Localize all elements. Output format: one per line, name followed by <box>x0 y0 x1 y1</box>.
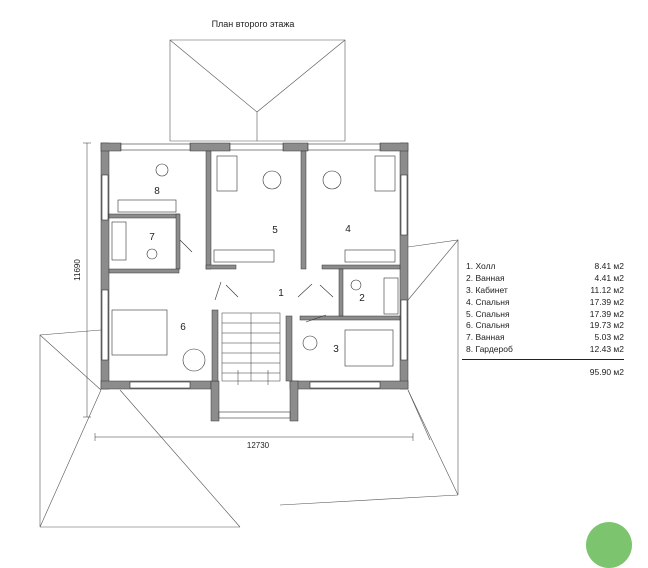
legend-row: 7. Ванная 5.03 м2 <box>462 332 624 344</box>
legend-room: 7. Ванная <box>466 332 505 343</box>
legend-area: 17.39 м2 <box>589 308 624 319</box>
chair-room3 <box>302 335 318 351</box>
door-swings <box>179 239 334 323</box>
toilet-room2 <box>350 279 362 291</box>
legend-area: 5.03 м2 <box>594 332 624 343</box>
legend-room: 6. Спальня <box>466 320 510 331</box>
legend-area: 12.43 м2 <box>589 344 624 355</box>
room-number-2: 2 <box>359 293 365 304</box>
desk-room3 <box>344 329 394 367</box>
room-number-5: 5 <box>272 225 278 236</box>
watermark-logo <box>586 522 632 568</box>
plan-title: План второго этажа <box>212 19 295 29</box>
legend-area: 17.39 м2 <box>589 296 624 307</box>
legend-row: 8. Гардероб 12.43 м2 <box>462 344 624 356</box>
rack-room4 <box>344 249 396 263</box>
bathtub-room7 <box>111 221 127 261</box>
dimension-lines <box>83 142 414 441</box>
horizontal-dimension: 12730 <box>247 441 270 450</box>
room-number-3: 3 <box>333 344 339 355</box>
vertical-dimension: 11690 <box>73 259 82 281</box>
legend-row: 4. Спальня 17.39 м2 <box>462 297 624 309</box>
bed-room4 <box>374 155 396 192</box>
legend-area: 19.73 м2 <box>589 320 624 331</box>
rack-room5 <box>213 249 275 263</box>
bed-room5 <box>216 155 238 192</box>
room-number-6: 6 <box>180 322 186 333</box>
legend-area: 4.41 м2 <box>594 272 624 283</box>
legend-row: 2. Ванная 4.41 м2 <box>462 273 624 285</box>
room-number-8: 8 <box>154 186 160 197</box>
area-legend: 1. Холл 8.41 м2 2. Ванная 4.41 м2 3. Кабин… <box>462 261 624 378</box>
legend-row: 6. Спальня 19.73 м2 <box>462 320 624 332</box>
legend-area: 11.12 м2 <box>590 284 624 295</box>
room-number-1: 1 <box>278 288 284 299</box>
legend-room: 8. Гардероб <box>466 344 513 355</box>
legend-row: 3. Кабинет 11.12 м2 <box>462 285 624 297</box>
legend-area: 8.41 м2 <box>594 261 624 271</box>
legend-total: 95.90 м2 <box>589 367 624 378</box>
staircase <box>221 312 281 385</box>
room-number-4: 4 <box>345 224 351 235</box>
toilet-room7 <box>146 248 158 260</box>
legend-row: 1. Холл 8.41 м2 <box>462 261 624 273</box>
bed-room6 <box>111 309 168 356</box>
exterior-walls <box>100 142 409 422</box>
legend-row: 5. Спальня 17.39 м2 <box>462 309 624 321</box>
legend-divider <box>462 359 624 361</box>
table-room5 <box>262 170 282 190</box>
bathtub-room2 <box>383 277 399 315</box>
furniture <box>111 155 399 372</box>
roof-outline <box>39 39 459 528</box>
table-room4 <box>322 170 342 190</box>
floor-plan: План второго этажа 11690 12730 1 2 3 4 5… <box>39 19 459 528</box>
legend-room: 3. Кабинет <box>466 284 508 295</box>
legend-room: 1. Холл <box>466 261 496 271</box>
armchair-room6 <box>182 348 206 372</box>
room-number-7: 7 <box>149 232 155 243</box>
legend-room: 5. Спальня <box>466 308 510 319</box>
toilet-room8 <box>155 163 169 177</box>
windows <box>101 143 408 419</box>
wardrobe-rack <box>117 199 177 213</box>
legend-room: 2. Ванная <box>466 272 505 283</box>
legend-room: 4. Спальня <box>466 296 510 307</box>
interior-walls <box>108 150 401 382</box>
